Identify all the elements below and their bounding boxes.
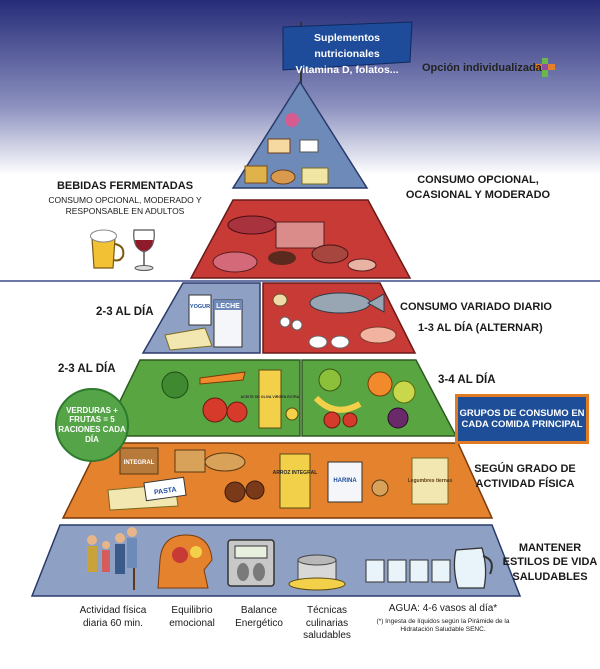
cooking-pot-icon [288, 554, 346, 591]
sweets-illustration [244, 113, 329, 185]
protein-variety-label: CONSUMO VARIADO DIARIO [400, 301, 552, 313]
vegetables-illustration: ACEITE DE OLIVA VIRGEN EXTRA [161, 369, 300, 429]
five-a-day-text: VERDURAS + FRUTAS = 5 RACIONES CADA DÍA [58, 405, 126, 444]
water-jug-icon [453, 547, 493, 589]
five-a-day-badge: VERDURAS + FRUTAS = 5 RACIONES CADA DÍA [55, 388, 129, 462]
aceite-label: ACEITE DE OLIVA VIRGEN EXTRA [241, 395, 300, 399]
caption-emotional-balance: Equilibrio emocional [169, 605, 215, 629]
yogur-label: YOGUR [190, 304, 210, 310]
dairy-illustration: YOGUR LECHE [164, 294, 243, 351]
flag-line-1: Suplementos nutricionales [314, 32, 380, 60]
main-meal-groups-box: GRUPOS DE CONSUMO EN CADA COMIDA PRINCIP… [455, 394, 589, 444]
proteins-illustration [272, 292, 397, 349]
caption-energy-balance: Balance Energético [235, 605, 283, 629]
plus-cross-icon [536, 58, 555, 77]
vegetables-frequency-label: 2-3 AL DÍA [58, 363, 116, 375]
supplements-flag-text: Suplementos nutricionales Vitamina D, fo… [283, 31, 411, 78]
dairy-frequency-label: 2-3 AL DÍA [96, 306, 154, 318]
wine-glass-icon [133, 229, 155, 271]
integral-label: INTEGRAL [124, 460, 155, 466]
caption-water: AGUA: 4-6 vasos al día* [388, 603, 498, 614]
optional-consumption-label: CONSUMO OPCIONAL, OCASIONAL Y MODERADO [378, 173, 578, 204]
lifestyle-label: MANTENER ESTILOS DE VIDA SALUDABLES [502, 542, 598, 583]
caption-cooking-techniques: Técnicas culinarias saludables [303, 605, 351, 641]
fermented-drinks-subtitle: CONSUMO OPCIONAL, MODERADO Y RESPONSABLE… [48, 195, 202, 217]
beer-glass-icon [90, 229, 125, 269]
caption-hydration-footnote: (*) Ingesta de líquidos según la Pirámid… [376, 618, 510, 634]
harina-label: HARINA [333, 478, 357, 484]
family-icon [87, 527, 137, 590]
grains-illustration: INTEGRAL PASTA ARROZ INTEGRAL HARINA Leg… [107, 447, 453, 511]
scale-icon [227, 539, 275, 587]
fermented-drinks-title: BEBIDAS FERMENTADAS [56, 180, 194, 192]
meats-illustration [212, 215, 377, 273]
protein-frequency-label: 1-3 AL DÍA (ALTERNAR) [418, 322, 543, 334]
optional-line-2: OCASIONAL Y MODERADO [405, 189, 551, 202]
grains-activity-label: SEGÚN GRADO DE ACTIVIDAD FÍSICA [474, 463, 576, 490]
flag-banner [282, 21, 413, 71]
water-glasses-icon [365, 559, 451, 583]
individual-option-label: Opción individualizada [422, 62, 542, 74]
fruits-frequency-label: 3-4 AL DÍA [438, 374, 496, 386]
main-meal-groups-text: GRUPOS DE CONSUMO EN CADA COMIDA PRINCIP… [459, 407, 585, 430]
legumbres-label: Legumbres tiernas [408, 478, 453, 484]
flag-line-2: Vitamina D, folatos... [295, 63, 399, 76]
leche-label: LECHE [216, 303, 240, 310]
caption-physical-activity: Actividad física diaria 60 min. [79, 605, 147, 629]
pasta-label: PASTA [154, 486, 177, 496]
arroz-label: ARROZ INTEGRAL [273, 470, 318, 476]
fruits-illustration [313, 368, 416, 429]
optional-line-1: CONSUMO OPCIONAL, [417, 174, 539, 186]
brain-head-icon [157, 534, 213, 589]
tier-top-sweets [231, 80, 369, 189]
